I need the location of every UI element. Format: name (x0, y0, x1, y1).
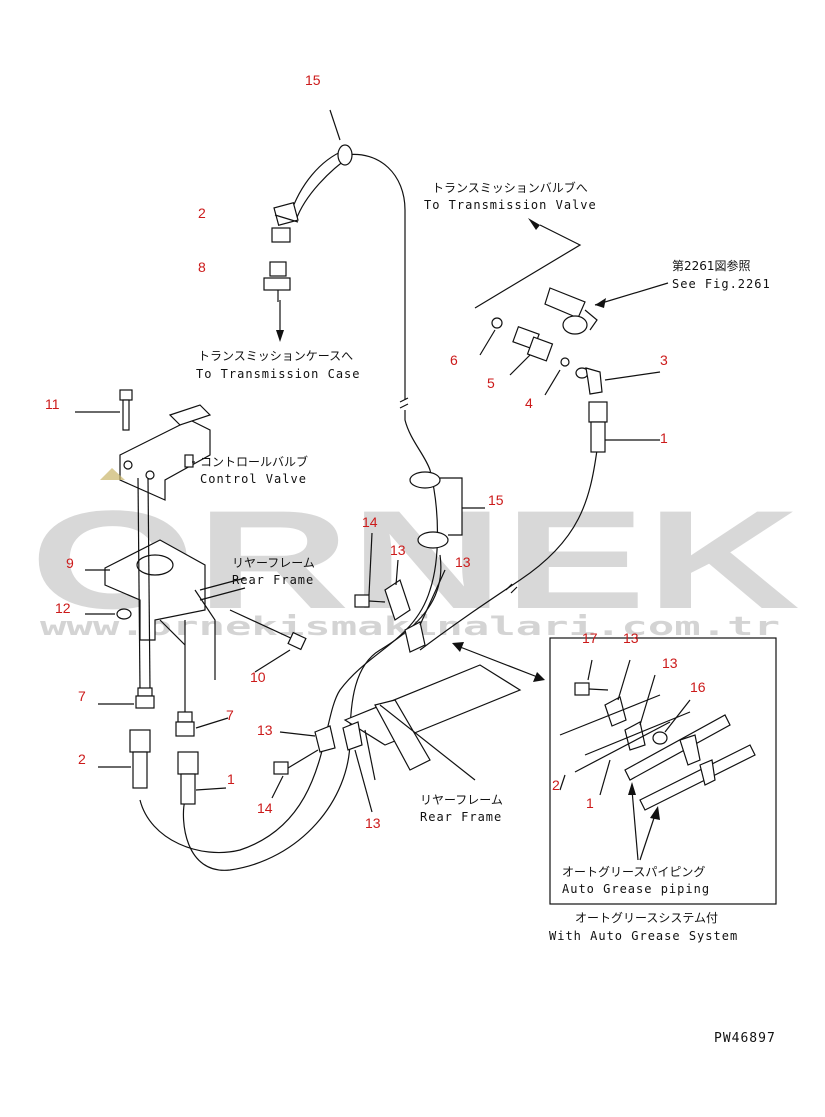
control-valve (100, 404, 212, 501)
part-number: 10 (250, 669, 266, 685)
drawing-code: PW46897 (714, 1031, 776, 1046)
part-number: 13 (662, 655, 678, 671)
part-number: 5 (487, 375, 495, 391)
bolt-10 (229, 609, 307, 673)
part-number: 1 (586, 795, 594, 811)
label-see-fig-en: See Fig.2261 (672, 277, 771, 291)
part-number: 13 (365, 815, 381, 831)
label-rear-frame-jp-2: リヤーフレーム (420, 793, 503, 807)
washer-12 (85, 608, 132, 620)
bolt-14-mid (354, 532, 386, 608)
label-control-valve-en: Control Valve (200, 472, 307, 486)
part-number: 8 (198, 259, 206, 275)
inset-bolt-17 (574, 659, 609, 696)
clamp-15-top (329, 109, 353, 166)
part-number: 1 (227, 771, 235, 787)
part-number: 7 (78, 688, 86, 704)
hose-end-1-left (177, 751, 227, 805)
label-auto-grease-piping-jp: オートグリースパイピング (562, 865, 705, 879)
part-number: 2 (198, 205, 206, 221)
fitting-7-right (175, 711, 229, 737)
part-number: 13 (257, 722, 273, 738)
part-number: 16 (690, 679, 706, 695)
o-ring-6 (491, 317, 503, 329)
inset-clamp-13-b (624, 674, 656, 751)
label-to-transmission-case-jp: トランスミッションケースへ (198, 349, 353, 363)
valve-5 (509, 325, 554, 376)
hose-end-2-left (98, 729, 151, 789)
arrow-to-inset (452, 642, 545, 682)
part-number: 6 (450, 352, 458, 368)
arrow-to-transmission-valve (474, 218, 582, 309)
bolt-14-low (271, 749, 319, 799)
bracket-9 (85, 539, 206, 641)
arrow-to-transmission-case (276, 300, 284, 342)
part-numbers: 15 2 8 6 5 4 3 1 11 9 12 15 14 13 13 10 … (45, 72, 706, 831)
part-number: 13 (623, 630, 639, 646)
clamps-15-mid (409, 471, 485, 549)
fitting-7-left (98, 687, 155, 709)
part-number: 4 (525, 395, 533, 411)
label-rear-frame-en-2: Rear Frame (420, 810, 502, 824)
inset-arrows-grease (628, 782, 660, 861)
clamp-13-low-a (279, 725, 336, 753)
clamp-13-mid-b (404, 569, 446, 653)
label-to-transmission-valve-en: To Transmission Valve (424, 198, 597, 212)
part-number: 14 (257, 800, 273, 816)
label-to-transmission-valve-jp: トランスミッションバルブへ (432, 180, 588, 195)
inset-box (549, 637, 777, 905)
part-number: 13 (455, 554, 471, 570)
part-number: 7 (226, 707, 234, 723)
hose-fitting-2-top (271, 201, 299, 243)
bolt-11 (75, 389, 133, 431)
text-labels: トランスミッションバルブへ To Transmission Valve 第226… (196, 180, 776, 1046)
label-control-valve-jp: コントロールバルブ (200, 454, 308, 469)
arrow-see-fig (544, 282, 669, 335)
part-number: 9 (66, 555, 74, 571)
part-number: 15 (305, 72, 321, 88)
part-number: 12 (55, 600, 71, 616)
clamp-13-low-b (342, 721, 373, 813)
label-to-transmission-case-en: To Transmission Case (196, 367, 361, 381)
part-number: 13 (390, 542, 406, 558)
fitting-group-right (479, 317, 661, 453)
part-number: 2 (78, 751, 86, 767)
inset-clamp-13-a (604, 659, 631, 727)
label-rear-frame-en-1: Rear Frame (232, 573, 314, 587)
clamp-13-mid-a (384, 559, 411, 621)
part-number: 14 (362, 514, 378, 530)
rear-frame-beam (199, 577, 522, 781)
part-number: 2 (552, 777, 560, 793)
label-see-fig-jp: 第2261図参照 (672, 258, 751, 273)
label-with-auto-grease-en: With Auto Grease System (549, 929, 738, 943)
part-number: 3 (660, 352, 668, 368)
part-number: 15 (488, 492, 504, 508)
hose-end-1-right (588, 401, 660, 453)
label-rear-frame-jp-1: リヤーフレーム (232, 556, 315, 570)
valve-pipes (137, 477, 216, 715)
o-ring-4 (560, 357, 570, 367)
tee-fitting-8 (263, 261, 291, 302)
part-number: 17 (582, 630, 598, 646)
inset-washer-16 (652, 699, 691, 745)
inset-pipes (559, 694, 756, 811)
elbow-3 (575, 367, 661, 395)
label-auto-grease-piping-en: Auto Grease piping (562, 882, 710, 896)
part-number: 1 (660, 430, 668, 446)
label-with-auto-grease-jp: オートグリースシステム付 (575, 911, 718, 925)
part-number: 11 (45, 396, 60, 412)
